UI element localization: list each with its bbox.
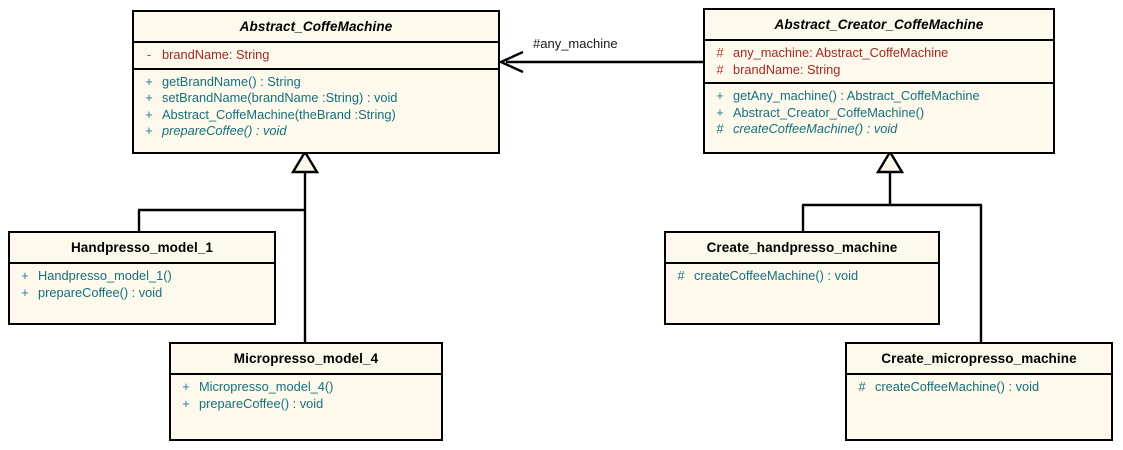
operation-row: + Handpresso_model_1(): [12, 268, 272, 285]
operation-text: prepareCoffee() : void: [162, 123, 287, 138]
operation-row: + getBrandName() : String: [136, 74, 496, 91]
operation-row: # createCoffeeMachine() : void: [849, 379, 1109, 396]
operations-compartment: + Micropresso_model_4() + prepareCoffee(…: [171, 373, 441, 439]
operation-row: + prepareCoffee() : void: [173, 396, 439, 413]
open-arrowhead-icon: [498, 50, 524, 74]
attribute-text: brandName: String: [162, 47, 270, 62]
attributes-compartment: - brandName: String: [134, 41, 498, 68]
operations-compartment: + getAny_machine() : Abstract_CoffeMachi…: [705, 82, 1053, 152]
operations-compartment: # createCoffeeMachine() : void: [666, 262, 938, 323]
operation-row: + prepareCoffee() : void: [136, 123, 496, 140]
visibility-marker: +: [716, 104, 724, 120]
visibility-marker: #: [677, 268, 685, 283]
operation-row: + getAny_machine() : Abstract_CoffeMachi…: [707, 88, 1051, 105]
operation-text: Abstract_CoffeMachine(theBrand :String): [162, 106, 396, 122]
class-name: Handpresso_model_1: [70, 240, 214, 255]
operation-row: + setBrandName(brandName :String) : void: [136, 90, 496, 107]
operation-row: + Abstract_Creator_CoffeMachine(): [707, 105, 1051, 122]
visibility-marker: +: [21, 268, 29, 283]
operation-text: setBrandName(brandName :String) : void: [162, 90, 398, 105]
class-name: Create_handpresso_machine: [706, 240, 898, 255]
attribute-text: any_machine: Abstract_CoffeMachine: [733, 45, 949, 60]
class-create-handpresso-machine[interactable]: Create_handpresso_machine # createCoffee…: [664, 231, 940, 325]
visibility-marker: #: [716, 121, 724, 136]
class-micropresso-model-4[interactable]: Micropresso_model_4 + Micropresso_model_…: [169, 342, 443, 441]
association-any-machine: [498, 50, 705, 74]
operation-text: prepareCoffee() : void: [38, 284, 163, 300]
visibility-marker: +: [182, 379, 190, 394]
visibility-marker: #: [858, 379, 866, 394]
class-create-micropresso-machine[interactable]: Create_micropresso_machine # createCoffe…: [845, 342, 1113, 441]
visibility-marker: +: [21, 284, 29, 300]
operation-text: createCoffeeMachine() : void: [733, 121, 898, 136]
operation-text: createCoffeeMachine() : void: [694, 268, 859, 283]
visibility-marker: +: [145, 90, 153, 105]
inheritance-triangle-icon: [290, 149, 320, 174]
visibility-marker: +: [145, 106, 153, 122]
class-abstract-coffemachine[interactable]: Abstract_CoffeMachine - brandName: Strin…: [132, 10, 500, 154]
operation-row: + Micropresso_model_4(): [173, 379, 439, 396]
association-label-any-machine: #any_machine: [533, 36, 618, 51]
class-name: Abstract_CoffeMachine: [239, 19, 393, 34]
operation-text: Abstract_Creator_CoffeMachine(): [733, 104, 925, 120]
operation-text: getBrandName() : String: [162, 73, 301, 89]
operations-compartment: + Handpresso_model_1() + prepareCoffee()…: [10, 262, 274, 323]
class-name: Create_micropresso_machine: [881, 351, 1077, 366]
operations-compartment: + getBrandName() : String + setBrandName…: [134, 67, 498, 153]
visibility-marker: #: [716, 45, 724, 60]
attribute-row: # any_machine: Abstract_CoffeMachine: [707, 45, 1051, 62]
inheritance-triangle-icon: [875, 149, 905, 174]
visibility-marker: -: [146, 47, 152, 62]
visibility-marker: #: [716, 61, 724, 77]
visibility-marker: +: [716, 88, 724, 103]
operation-row: # createCoffeeMachine() : void: [668, 268, 936, 285]
class-handpresso-model-1[interactable]: Handpresso_model_1 + Handpresso_model_1(…: [8, 231, 276, 325]
attribute-text: brandName: String: [733, 61, 841, 77]
attributes-compartment: # any_machine: Abstract_CoffeMachine # b…: [705, 39, 1053, 82]
operation-text: getAny_machine() : Abstract_CoffeMachine: [733, 88, 980, 103]
visibility-marker: +: [182, 395, 190, 411]
operation-text: Micropresso_model_4(): [199, 379, 334, 394]
operation-row: + prepareCoffee() : void: [12, 285, 272, 302]
operation-row: + Abstract_CoffeMachine(theBrand :String…: [136, 107, 496, 124]
class-name: Abstract_Creator_CoffeMachine: [774, 17, 984, 32]
visibility-marker: +: [145, 73, 153, 89]
operations-compartment: # createCoffeeMachine() : void: [847, 373, 1111, 439]
class-name: Micropresso_model_4: [233, 351, 379, 366]
operation-text: prepareCoffee() : void: [199, 395, 324, 411]
operation-text: createCoffeeMachine() : void: [875, 379, 1040, 394]
class-abstract-creator-coffemachine[interactable]: Abstract_Creator_CoffeMachine # any_mach…: [703, 8, 1055, 154]
operation-row: # createCoffeeMachine() : void: [707, 121, 1051, 138]
attribute-row: # brandName: String: [707, 62, 1051, 79]
visibility-marker: +: [145, 123, 153, 138]
attribute-row: - brandName: String: [136, 47, 496, 64]
operation-text: Handpresso_model_1(): [38, 268, 172, 283]
